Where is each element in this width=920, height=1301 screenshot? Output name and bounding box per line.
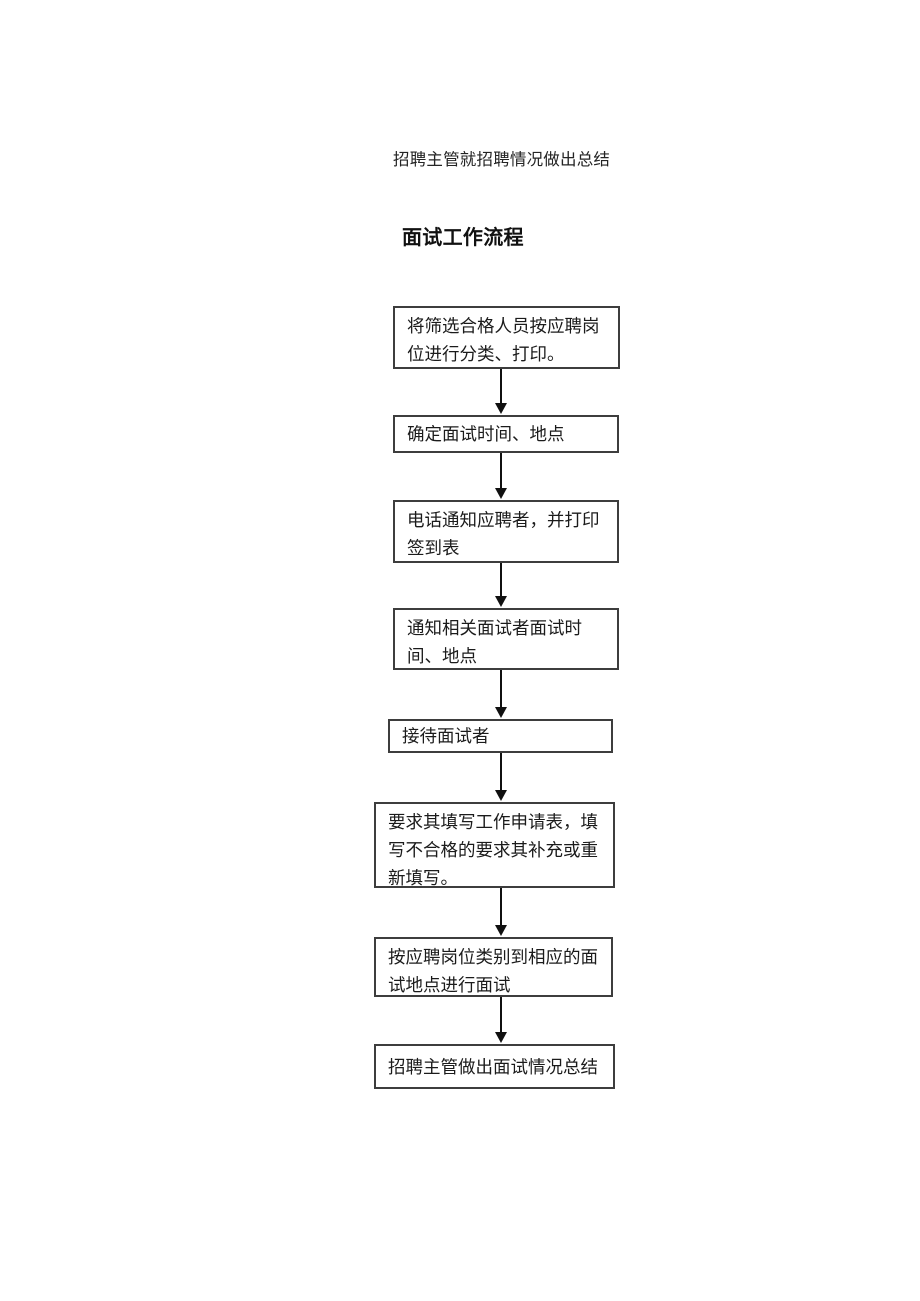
intro-text: 招聘主管就招聘情况做出总结 [393,150,611,169]
flow-step-interview-summary: 招聘主管做出面试情况总结 [374,1044,615,1089]
flow-arrow-icon [495,369,507,414]
flow-step-fill-application: 要求其填写工作申请表，填写不合格的要求其补充或重新填写。 [374,802,615,888]
flow-step-label: 通知相关面试者面试时间、地点 [407,618,582,666]
flow-step-notify-interviewers: 通知相关面试者面试时间、地点 [393,608,619,670]
flow-step-label: 确定面试时间、地点 [407,424,565,444]
flow-step-classify-print: 将筛选合格人员按应聘岗位进行分类、打印。 [393,306,620,369]
flow-step-label: 按应聘岗位类别到相应的面试地点进行面试 [388,947,598,995]
flow-arrow-icon [495,997,507,1043]
flowchart-title: 面试工作流程 [402,227,524,249]
flow-step-label: 招聘主管做出面试情况总结 [388,1056,598,1077]
flow-arrow-icon [495,563,507,607]
flow-step-label: 接待面试者 [402,726,490,746]
flow-step-label: 要求其填写工作申请表，填写不合格的要求其补充或重新填写。 [388,812,598,888]
flow-arrow-icon [495,453,507,499]
flow-arrow-icon [495,888,507,936]
flow-arrow-icon [495,753,507,801]
flow-step-label: 将筛选合格人员按应聘岗位进行分类、打印。 [407,316,600,364]
flow-step-receive-candidates: 接待面试者 [388,719,613,753]
flow-arrow-icon [495,670,507,718]
flow-step-phone-notify: 电话通知应聘者，并打印签到表 [393,500,619,563]
flow-step-interview-by-category: 按应聘岗位类别到相应的面试地点进行面试 [374,937,613,997]
flow-step-set-time-place: 确定面试时间、地点 [393,415,619,453]
flow-step-label: 电话通知应聘者，并打印签到表 [407,510,600,558]
